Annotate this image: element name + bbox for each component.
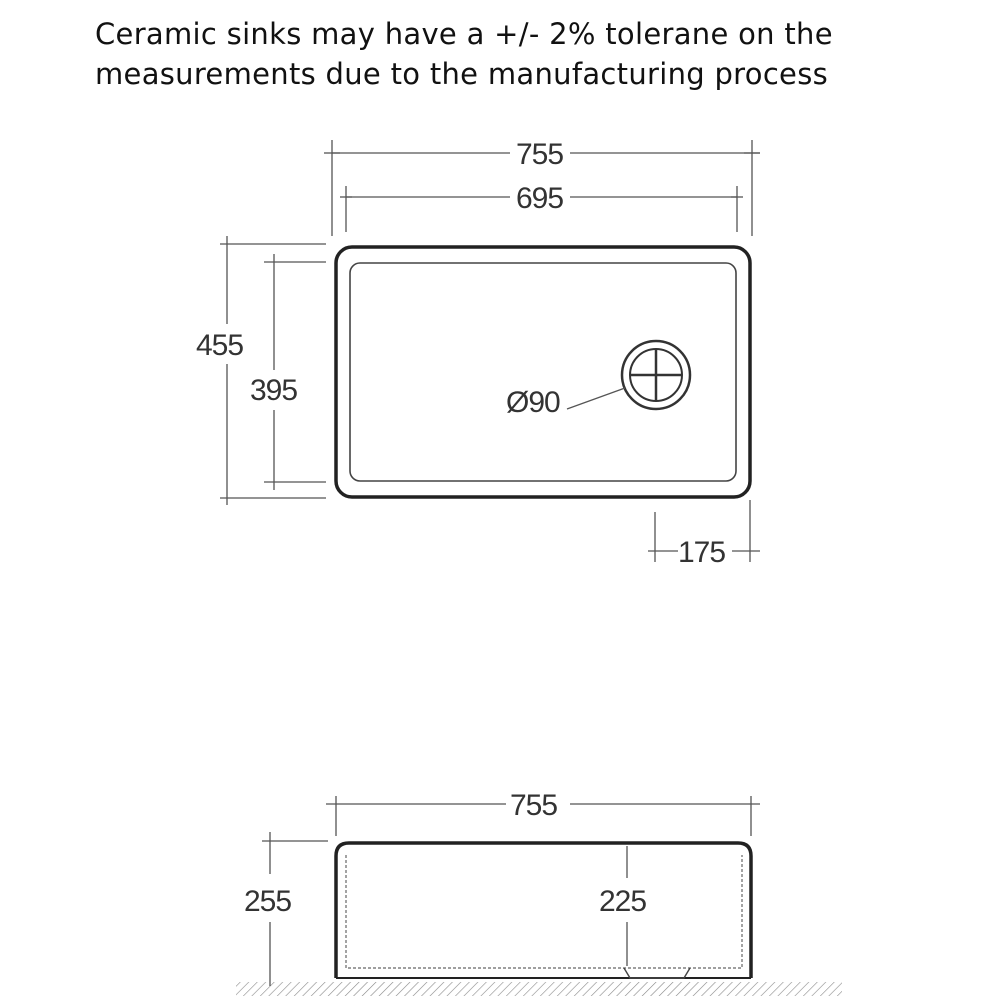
inner-width-dimension: [340, 186, 743, 232]
overall-width-label: 755: [516, 138, 563, 171]
front-outer-outline: [334, 841, 753, 978]
plan-view: Ø90 755 695 455: [196, 138, 760, 569]
overall-depth-dimension: [220, 236, 326, 505]
waste-diameter-leader: [566, 387, 626, 410]
inner-depth-dimension: [264, 254, 326, 490]
waste-diameter-label: Ø90: [506, 386, 560, 419]
inner-depth-label: 395: [250, 374, 297, 407]
floor-hatch: [236, 982, 842, 996]
front-height-dimension: [262, 832, 328, 986]
front-width-label: 755: [510, 789, 557, 822]
overall-width-dimension: [324, 140, 760, 236]
plan-outer-outline: [334, 245, 752, 499]
tolerance-note-line-1: Ceramic sinks may have a +/- 2% tolerane…: [95, 17, 833, 51]
waste-offset-label: 175: [678, 536, 725, 569]
front-inner-height-label: 225: [599, 885, 646, 918]
front-view: 755 255 225: [236, 789, 842, 996]
front-height-label: 255: [244, 885, 291, 918]
plan-inner-outline: [349, 262, 737, 482]
waste-offset-dimension: [648, 500, 760, 562]
front-waste-outlet: [623, 967, 691, 979]
overall-depth-label: 455: [196, 329, 243, 362]
waste-outlet-icon: [620, 339, 692, 411]
front-inner-bowl: [345, 855, 743, 969]
inner-width-label: 695: [516, 182, 563, 215]
tolerance-note-line-2: measurements due to the manufacturing pr…: [95, 57, 829, 91]
tolerance-note: Ceramic sinks may have a +/- 2% tolerane…: [95, 14, 975, 94]
front-width-dimension: [326, 796, 760, 836]
